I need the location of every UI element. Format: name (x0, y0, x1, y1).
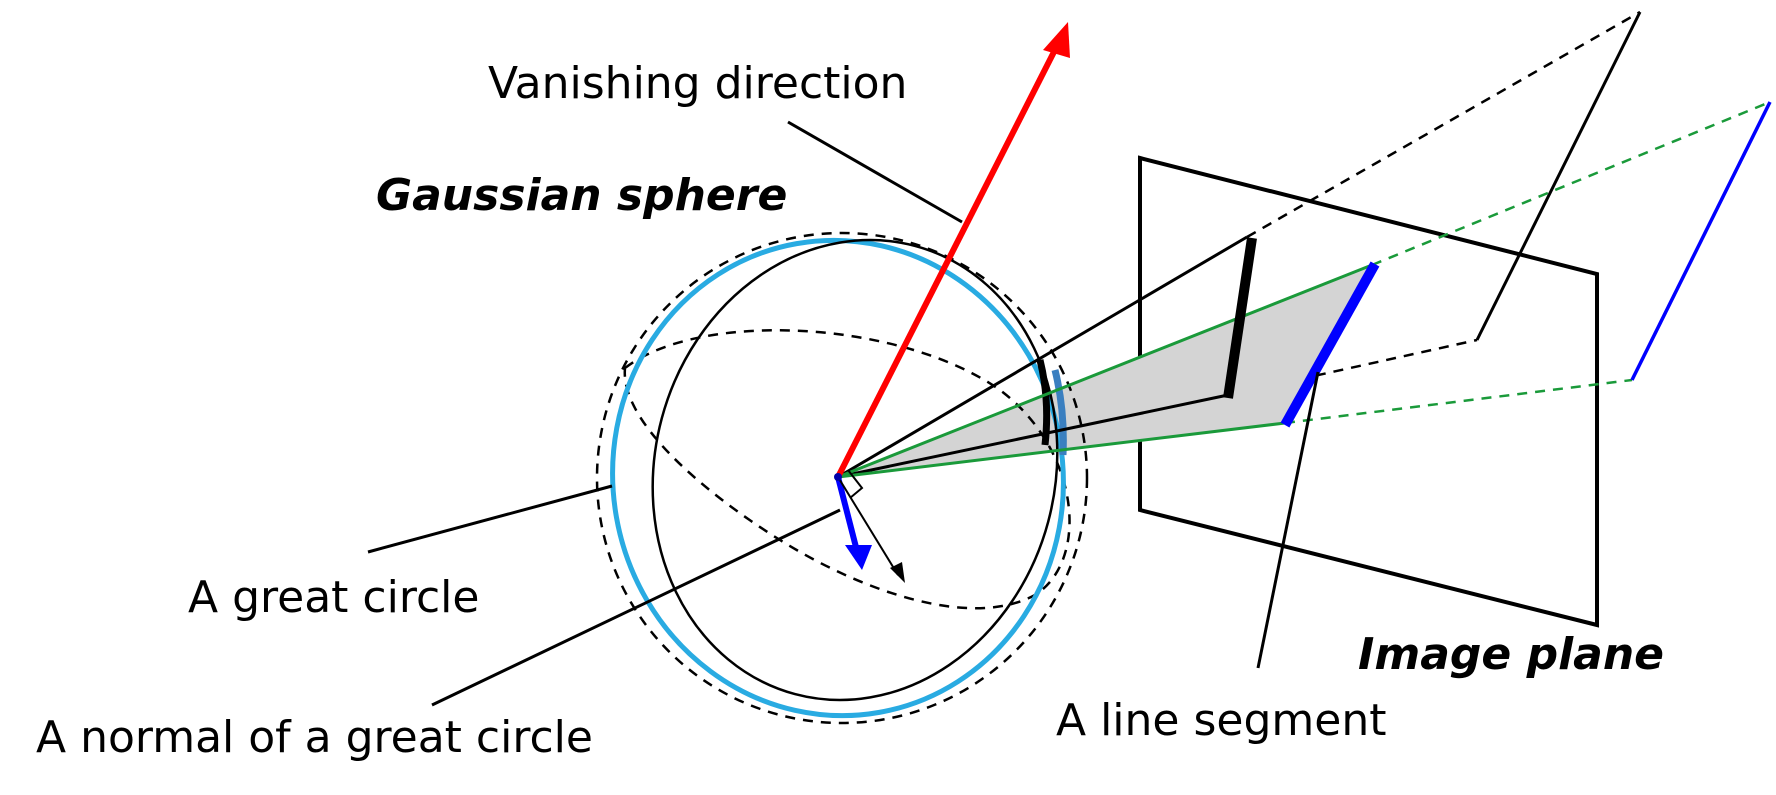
sphere-arc-black (1036, 359, 1051, 446)
leader-great-circle (367, 484, 613, 554)
image-segment-black (1223, 237, 1257, 399)
inner-great-circle (651, 238, 1059, 702)
sphere-arc-blue (1051, 369, 1067, 456)
ray-green-lower (837, 421, 1286, 479)
scene-line-back (1475, 11, 1642, 341)
dashed-ray-green-upper (1371, 100, 1771, 267)
label-vanishing-direction: Vanishing direction (488, 58, 907, 109)
scene-line-blue (1630, 101, 1772, 381)
label-image-plane: Image plane (1358, 629, 1664, 680)
ray-black-upper (837, 235, 1248, 479)
ray-green-upper (837, 263, 1373, 479)
sphere-equator-dashed (623, 329, 1071, 610)
label-gaussian-sphere: Gaussian sphere (376, 170, 787, 221)
dashed-ray-black-upper (1246, 10, 1641, 239)
ray-black-lower (837, 393, 1229, 479)
right-angle-marker (847, 469, 864, 499)
leader-normal (431, 508, 841, 707)
sphere-outline (595, 231, 1089, 725)
label-normal-of-great-circle: A normal of a great circle (36, 712, 593, 763)
leader-vanishing-direction (787, 120, 963, 224)
vanishing-direction-arrowhead (1043, 22, 1070, 58)
normal-arrowhead-blue (845, 545, 872, 570)
sphere-center (834, 473, 842, 481)
normal-arrow-black (837, 476, 899, 576)
image-segment-blue (1280, 261, 1380, 428)
normal-arrowhead-black (890, 562, 905, 583)
great-circle (610, 237, 1066, 719)
leader-line-segment (1256, 371, 1320, 669)
normal-arrow-blue (835, 476, 861, 556)
label-line-segment: A line segment (1056, 695, 1386, 746)
dashed-ray-green-lower (1284, 378, 1633, 425)
vanishing-direction-arrow (835, 38, 1063, 479)
label-great-circle: A great circle (188, 572, 479, 623)
